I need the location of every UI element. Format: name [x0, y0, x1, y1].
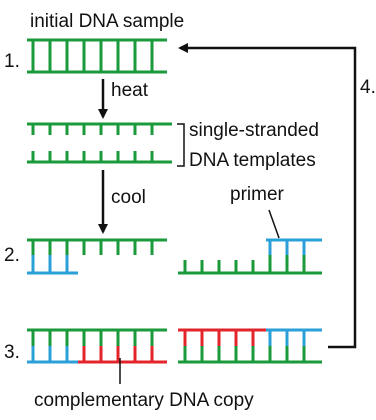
- single-stranded-label-line1: single-stranded: [189, 120, 319, 141]
- primer-label: primer: [230, 184, 285, 205]
- primer-pointer: [268, 209, 280, 239]
- heat-label: heat: [111, 80, 149, 101]
- step-2-label: 2.: [4, 245, 20, 266]
- process-arrows: [98, 43, 357, 349]
- single-stranded-label-line2: DNA templates: [189, 150, 316, 171]
- title-label: initial DNA sample: [30, 11, 184, 32]
- dna-strands: [27, 38, 322, 364]
- cool-label: cool: [111, 187, 146, 208]
- single-stranded-bracket: [177, 123, 185, 167]
- complementary-copy-label: complementary DNA copy: [34, 390, 254, 411]
- step-1-label: 1.: [4, 51, 20, 72]
- step-3-label: 3.: [4, 342, 20, 363]
- cycle-arrow: [178, 43, 357, 349]
- step-4-label: 4.: [360, 77, 376, 98]
